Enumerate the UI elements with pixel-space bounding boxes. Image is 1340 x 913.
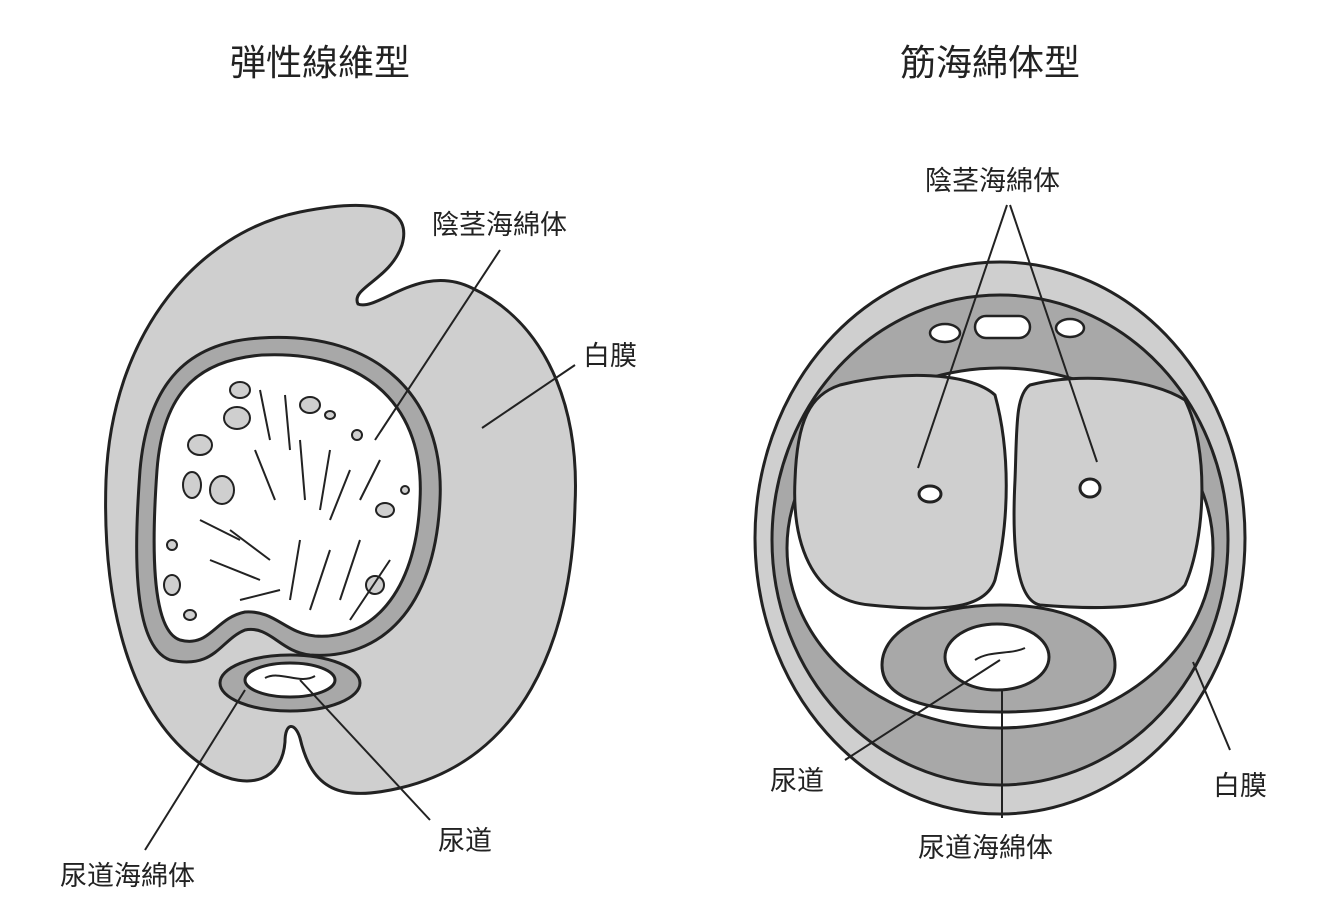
right-title: 筋海綿体型	[900, 43, 1080, 84]
left-label-corpus-cavernosum: 陰茎海綿体	[432, 210, 567, 241]
right-urethra-wall	[943, 622, 1051, 692]
left-corpus-cavernosum	[152, 353, 422, 643]
right-label-corpus-spongiosum: 尿道海綿体	[918, 833, 1053, 864]
left-label-urethra: 尿道	[438, 826, 492, 857]
left-label-tunica-albuginea: 白膜	[583, 341, 637, 372]
musculocavernous-type-diagram: 筋海綿体型 陰茎海綿体 尿道 白膜 尿道海綿体	[753, 43, 1267, 864]
right-deep-artery-left	[917, 484, 943, 504]
right-vessels	[928, 314, 1086, 344]
left-sinusoids	[163, 381, 410, 621]
left-leader-lines	[144, 249, 576, 851]
right-deep-artery-right	[1078, 477, 1102, 499]
left-title: 弾性線維型	[230, 43, 410, 84]
left-urethra-wall	[243, 661, 337, 699]
elastic-fiber-type-diagram: 弾性線維型 陰茎海綿体 白膜 尿	[60, 43, 637, 892]
right-corpus-cavernosum-left	[793, 373, 1008, 610]
right-label-tunica-albuginea: 白膜	[1213, 771, 1267, 802]
right-leader-lines	[844, 204, 1231, 818]
right-label-urethra: 尿道	[770, 766, 824, 797]
right-urethra-lumen	[974, 647, 1026, 661]
right-label-corpus-cavernosum: 陰茎海綿体	[925, 166, 1060, 197]
left-urethra-lumen	[264, 674, 316, 680]
left-label-corpus-spongiosum: 尿道海綿体	[60, 861, 195, 892]
left-elastic-fibers	[199, 389, 391, 621]
right-corpus-cavernosum-right	[1012, 376, 1204, 610]
